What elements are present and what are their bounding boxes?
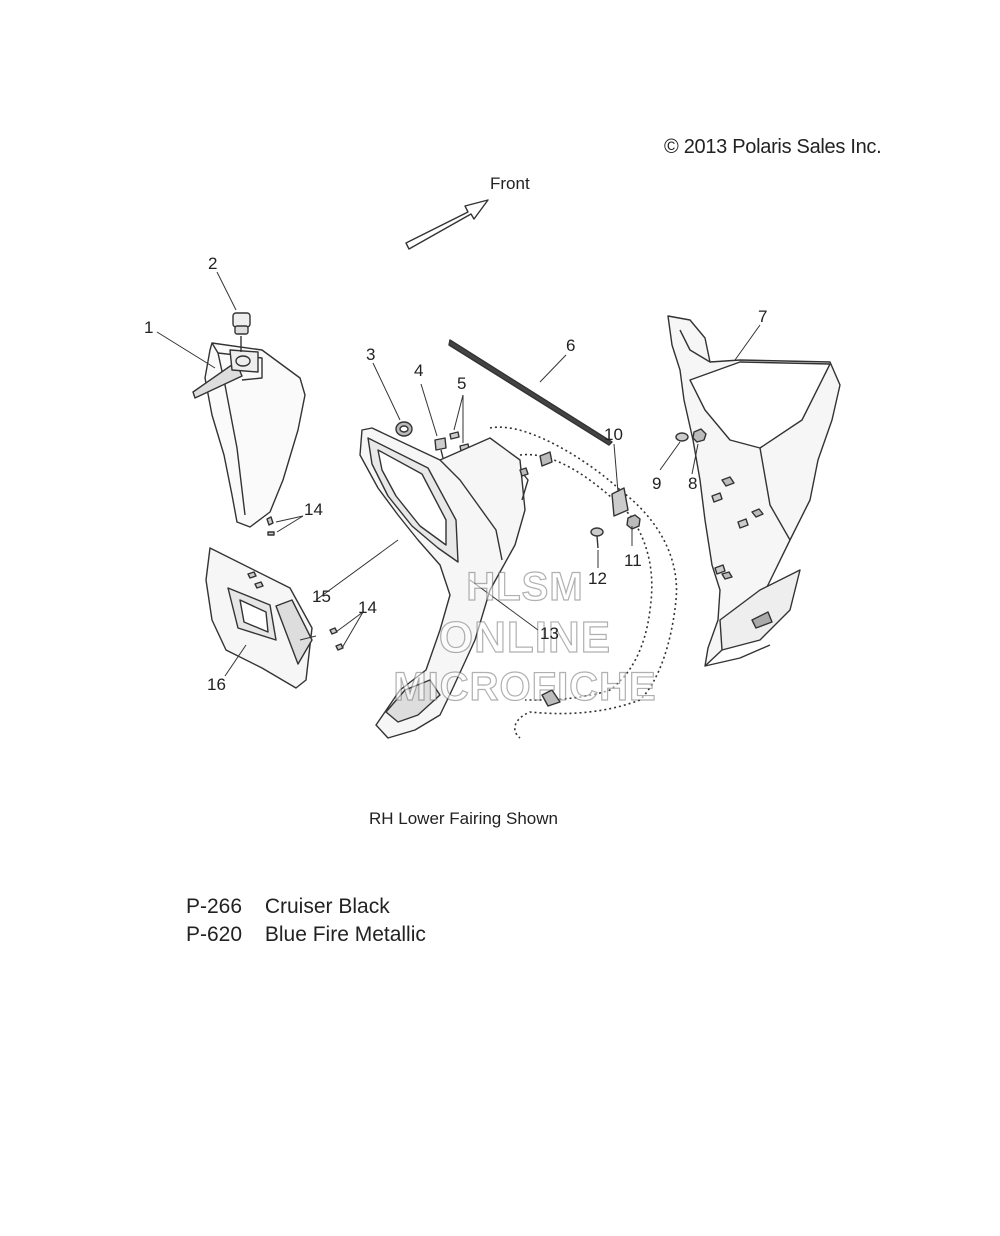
callout-5: 5	[457, 374, 467, 393]
callout-14-lower: 14	[358, 598, 377, 617]
callout-4: 4	[414, 361, 424, 380]
callout-11: 11	[624, 551, 642, 570]
part-16-lower-panel	[205, 547, 313, 689]
callout-13: 13	[540, 624, 559, 643]
callout-2: 2	[208, 254, 218, 273]
exhaust-outline	[489, 426, 678, 739]
watermark-line-2: ONLINE	[438, 612, 612, 662]
color-code: P-266	[186, 895, 243, 918]
callout-16: 16	[207, 675, 226, 694]
callout-10: 10	[604, 425, 623, 444]
part-9-screw	[675, 432, 689, 442]
callout-6: 6	[566, 336, 576, 355]
fairing-fasteners	[711, 476, 764, 580]
part-12-screw	[590, 527, 604, 549]
diagram-caption: RH Lower Fairing Shown	[369, 809, 558, 828]
part-2-plug	[232, 312, 251, 352]
part-6-strip	[448, 339, 613, 446]
part-4-clip	[434, 437, 447, 459]
watermark-line-3: MICROFICHE	[393, 664, 657, 709]
callout-15: 15	[312, 587, 331, 606]
part-15-seal	[275, 599, 313, 665]
leader-lines	[156, 271, 761, 677]
callout-1: 1	[144, 318, 154, 337]
part-13-lower-fairing	[359, 427, 529, 739]
color-name: Blue Fire Metallic	[264, 923, 426, 946]
part-8-nut	[692, 428, 707, 443]
front-arrow	[405, 199, 489, 250]
callout-9: 9	[652, 474, 662, 493]
color-name: Cruiser Black	[264, 895, 390, 918]
part-1-inner-panel	[192, 342, 306, 528]
front-label: Front	[490, 174, 530, 193]
color-code-row: P-266 Cruiser Black	[186, 893, 426, 921]
copyright-notice: © 2013 Polaris Sales Inc.	[664, 136, 882, 158]
callout-14-upper: 14	[304, 500, 323, 519]
part-7-outer-fairing	[667, 315, 841, 667]
color-code-list: P-266 Cruiser Black P-620 Blue Fire Meta…	[186, 893, 426, 949]
part-11-nut	[626, 514, 641, 530]
callout-7: 7	[758, 307, 768, 326]
callout-3: 3	[366, 345, 376, 364]
watermark-line-1: HLSM	[466, 564, 584, 609]
color-code-row: P-620 Blue Fire Metallic	[186, 921, 426, 949]
part-14-fasteners	[247, 516, 344, 651]
color-code: P-620	[186, 923, 243, 946]
part-3-grommet	[395, 421, 413, 437]
callout-8: 8	[688, 474, 698, 493]
exhaust-clamp	[519, 451, 561, 707]
part-10-bracket	[611, 487, 629, 517]
callout-12: 12	[588, 569, 607, 588]
